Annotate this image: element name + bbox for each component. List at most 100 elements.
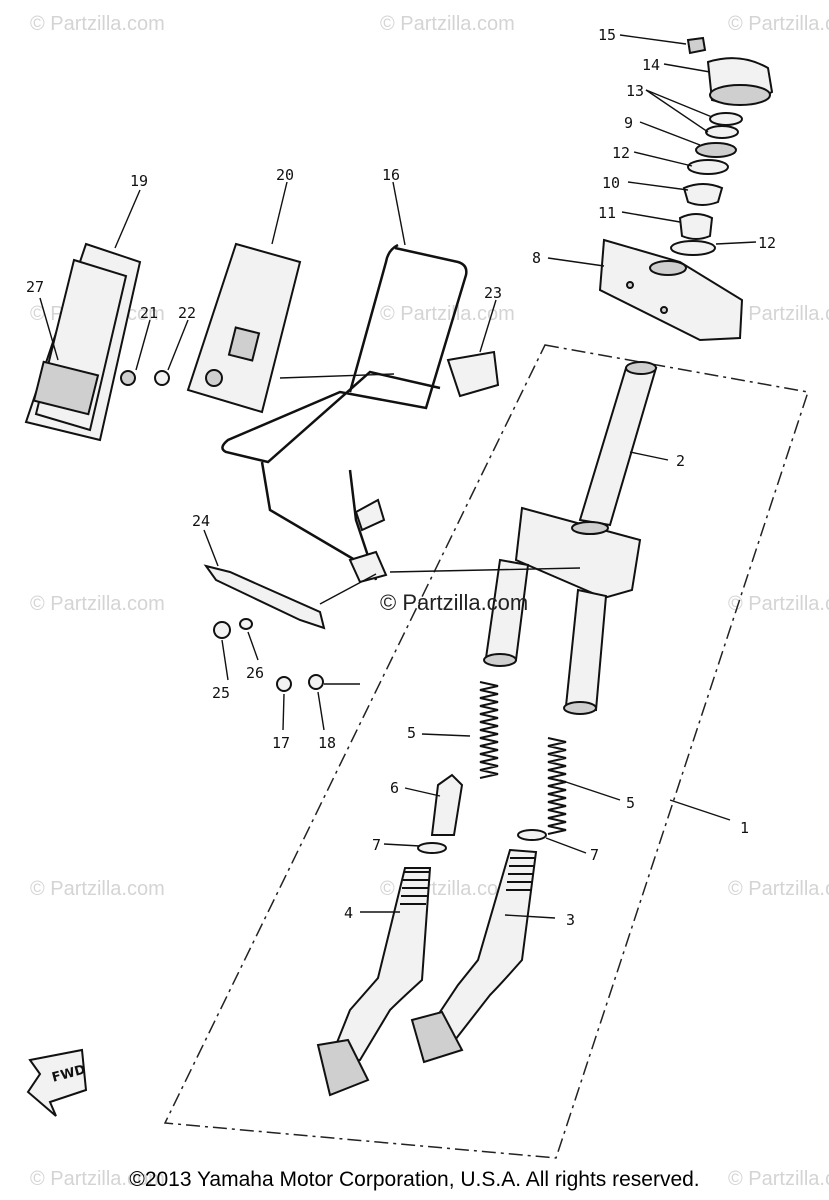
- part-4-boot-left: [400, 871, 430, 905]
- leader-12b: [715, 241, 757, 245]
- callout-17: 17: [272, 734, 290, 752]
- part-9-nut: [695, 142, 737, 158]
- bracket-tab: [354, 498, 386, 532]
- part-12-bearing: [687, 159, 729, 175]
- callout-5b: 5: [626, 794, 635, 812]
- part-18-washer: [308, 674, 324, 690]
- callout-22: 22: [178, 304, 196, 322]
- part-25-bolt: [213, 621, 231, 639]
- callout-18: 18: [318, 734, 336, 752]
- leader-23: [479, 299, 497, 353]
- fork-tube-left-end: [483, 653, 517, 667]
- part-17-nut: [276, 676, 292, 692]
- callout-10: 10: [602, 174, 620, 192]
- part-14-thread: [709, 84, 771, 106]
- callout-12a: 12: [612, 144, 630, 162]
- callout-1: 1: [740, 819, 749, 837]
- watermark: © Partzilla.com: [728, 1168, 829, 1190]
- leader-6: [404, 787, 441, 797]
- leader-7a: [383, 843, 421, 847]
- callouts: 1 2 3 4 5 5 6 7 7 8 9 10 11 12 12 13 14 …: [26, 26, 776, 929]
- watermark: © Partzilla.com: [380, 13, 515, 35]
- part-21-screw: [120, 370, 136, 386]
- fwd-arrow-icon: [26, 1048, 88, 1117]
- part-13-washer: [709, 112, 743, 126]
- leader-15: [619, 34, 687, 45]
- copyright-notice: ©2013 Yamaha Motor Corporation, U.S.A. A…: [129, 1168, 700, 1191]
- part-24-plate: [203, 564, 326, 630]
- leader-13b: [645, 89, 709, 133]
- part-10-race: [682, 183, 724, 206]
- part-23-clamp: [446, 350, 500, 398]
- watermark: © Partzilla.com: [30, 13, 165, 35]
- part-11-race: [678, 213, 714, 240]
- callout-21: 21: [140, 304, 158, 322]
- callout-19: 19: [130, 172, 148, 190]
- callout-23: 23: [484, 284, 502, 302]
- part-8-hole: [660, 306, 668, 314]
- callout-7a: 7: [372, 836, 381, 854]
- callout-25: 25: [212, 684, 230, 702]
- leader-13a: [645, 89, 713, 118]
- leader-25: [221, 639, 229, 681]
- part-8-upper-bracket: [598, 238, 744, 342]
- watermark: © Partzilla.com: [380, 303, 515, 325]
- part-4-axle-mount-left: [316, 1038, 370, 1097]
- leader-9: [639, 121, 701, 146]
- leader-3: [504, 914, 556, 919]
- watermark: © Partzilla.com: [728, 13, 829, 35]
- leader-7b: [545, 837, 587, 854]
- leader-10: [627, 181, 689, 191]
- leader-lines: [39, 34, 757, 919]
- fork-tube-right-end: [563, 701, 597, 715]
- fork-tube-right: [564, 588, 608, 712]
- leader-16: [392, 181, 406, 246]
- callout-8: 8: [532, 249, 541, 267]
- part-3-axle-mount-right: [410, 1010, 464, 1064]
- part-12-bearing: [670, 240, 716, 256]
- watermark: © Partzilla.com: [30, 1168, 165, 1190]
- leader-bracket-link: [389, 567, 581, 573]
- callout-4: 4: [344, 904, 353, 922]
- leader-14: [663, 63, 711, 73]
- part-2-stem-tube: [578, 367, 658, 527]
- leader-12a: [633, 151, 693, 167]
- part-5-spring-right: [547, 737, 567, 835]
- watermark: © Partzilla.com: [728, 303, 829, 325]
- front-fork-assembly: [316, 361, 658, 1097]
- part-8-stem-hole: [649, 260, 687, 276]
- steering-head-parts: [598, 36, 774, 342]
- leader-19: [114, 189, 141, 249]
- callout-3: 3: [566, 911, 575, 929]
- assembly-boundary: [163, 344, 809, 1159]
- callout-2: 2: [676, 452, 685, 470]
- bracket-mount-plate: [348, 550, 388, 584]
- leader-1: [669, 799, 731, 821]
- part-2-bracket-hole: [571, 521, 609, 535]
- part-5-spring-left: [479, 681, 499, 779]
- leader-17: [282, 693, 285, 731]
- callout-26: 26: [246, 664, 264, 682]
- watermark: © Partzilla.com: [728, 878, 829, 900]
- leader-8: [547, 257, 605, 267]
- leader-24: [203, 529, 219, 567]
- leader-11: [621, 211, 681, 223]
- callout-13: 13: [626, 82, 644, 100]
- callout-7b: 7: [590, 846, 599, 864]
- part-7-clip-right: [517, 829, 547, 841]
- callout-6: 6: [390, 779, 399, 797]
- leader-20: [271, 181, 288, 245]
- part-16-meter-bracket: [203, 243, 500, 692]
- part-6-spacer: [430, 773, 464, 836]
- part-22-nut: [154, 370, 170, 386]
- part-20-meter-housing: [186, 242, 302, 414]
- callout-16: 16: [382, 166, 400, 184]
- leader-21: [135, 319, 151, 371]
- part-2-stem-top: [625, 361, 657, 375]
- callout-11: 11: [598, 204, 616, 222]
- part-27-odometer: [32, 360, 100, 416]
- callout-12b: 12: [758, 234, 776, 252]
- part-2-under-bracket: [514, 506, 642, 600]
- fwd-arrow-badge: FWD: [26, 1048, 88, 1117]
